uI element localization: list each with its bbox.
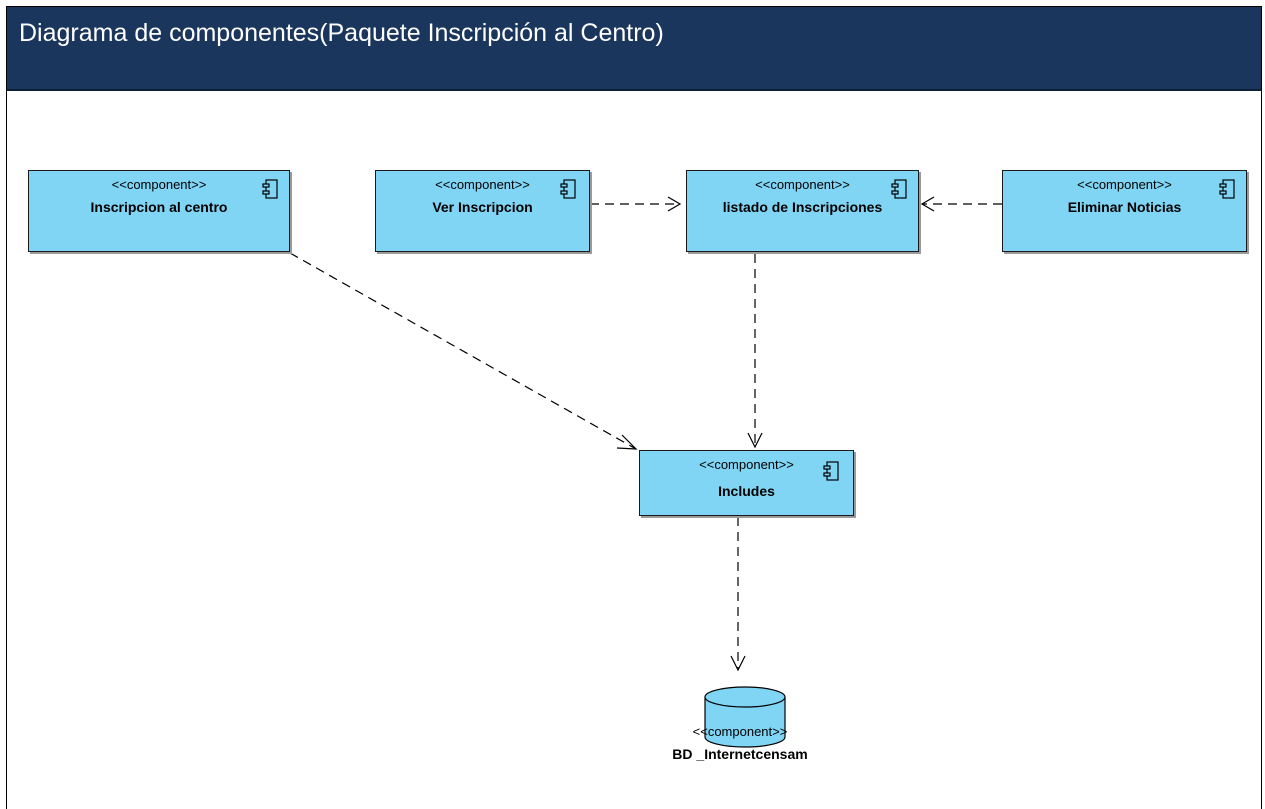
database-stereotype: <<component>> <box>692 724 788 739</box>
component-icon <box>891 179 907 199</box>
diagram-frame: Diagrama de componentes(Paquete Inscripc… <box>6 6 1262 809</box>
component-name: Ver Inscripcion <box>432 199 533 215</box>
title-bar: Diagrama de componentes(Paquete Inscripc… <box>7 7 1261 91</box>
arrowhead-eliminar-to-listado <box>920 196 935 212</box>
component-inscripcion-al-centro[interactable]: <<component>> Inscripcion al centro <box>28 170 290 252</box>
component-stereotype: <<component>> <box>755 177 850 192</box>
component-name: listado de Inscripciones <box>722 199 883 215</box>
component-ver-inscripcion[interactable]: <<component>> Ver Inscripcion <box>375 170 590 252</box>
database-icon[interactable] <box>700 685 790 755</box>
component-icon <box>560 179 576 199</box>
component-icon <box>823 461 839 481</box>
component-name: Inscripcion al centro <box>90 199 228 215</box>
component-name: Eliminar Noticias <box>1067 199 1182 215</box>
component-eliminar-noticias[interactable]: <<component>> Eliminar Noticias <box>1002 170 1247 252</box>
component-stereotype: <<component>> <box>699 457 794 472</box>
database-name: BD _Internetcensam <box>672 746 808 762</box>
component-name: Includes <box>718 483 775 499</box>
page-title: Diagrama de componentes(Paquete Inscripc… <box>19 19 664 47</box>
arrowhead-ver-to-listado <box>667 196 682 212</box>
arrowhead-inscripcion-to-includes <box>616 434 638 450</box>
arrowhead-listado-to-includes <box>747 432 763 449</box>
component-icon <box>1219 179 1235 199</box>
component-stereotype: <<component>> <box>1077 177 1172 192</box>
arrowhead-includes-to-database <box>730 655 746 672</box>
component-icon <box>262 179 278 199</box>
component-listado-de-inscripciones[interactable]: <<component>> listado de Inscripciones <box>686 170 919 252</box>
component-includes[interactable]: <<component>> Includes <box>639 450 854 516</box>
component-stereotype: <<component>> <box>111 177 207 192</box>
dependency-inscripcion-to-includes <box>289 252 637 450</box>
component-stereotype: <<component>> <box>435 177 530 192</box>
